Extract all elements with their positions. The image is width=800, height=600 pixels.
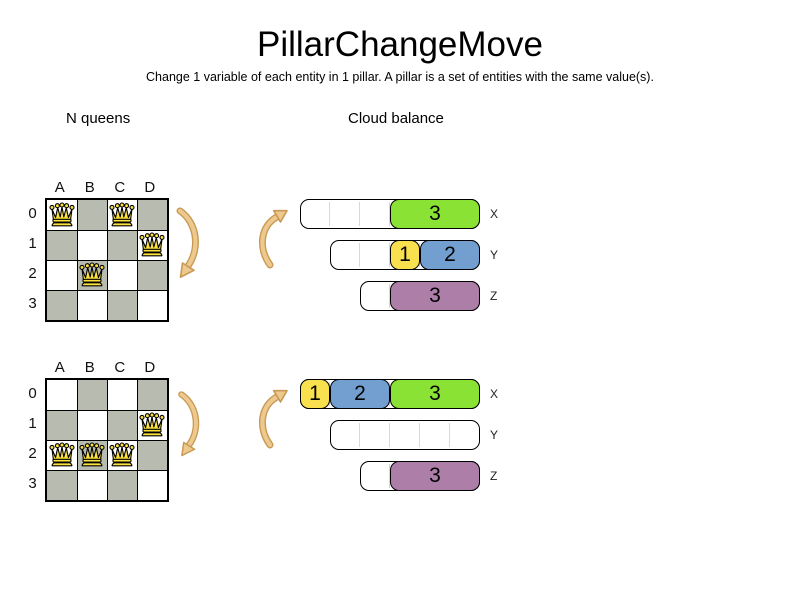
chessboard [45, 378, 169, 502]
row-header: 3 [28, 475, 37, 492]
board-gridline [136, 380, 138, 500]
queen-icon [77, 260, 107, 290]
board-cell [47, 380, 77, 410]
board-cell [47, 290, 77, 320]
row-header: 2 [28, 445, 37, 462]
process-block: 3 [390, 379, 480, 409]
board-cell [107, 410, 137, 440]
board-cell [137, 380, 167, 410]
process-block: 3 [390, 199, 480, 229]
page-subtitle: Change 1 variable of each entity in 1 pi… [146, 70, 654, 84]
queen-icon [137, 230, 167, 260]
column-header: C [114, 359, 126, 376]
slot-divider [389, 284, 390, 308]
column-header: A [54, 359, 66, 376]
page-title: PillarChangeMove [257, 25, 543, 64]
computer-label: Z [490, 469, 498, 483]
board-cell [47, 230, 77, 260]
computer-label: Y [490, 248, 499, 262]
board-cell [77, 470, 107, 500]
board-cell [107, 260, 137, 290]
slot-divider [359, 243, 360, 267]
queen-icon [107, 440, 137, 470]
board-cell [47, 470, 77, 500]
board-cell [77, 290, 107, 320]
slot-divider [389, 202, 390, 226]
computer-label: Y [490, 428, 499, 442]
row-header: 1 [28, 235, 37, 252]
board-cell [77, 200, 107, 230]
board-cell [107, 290, 137, 320]
queen-icon [107, 200, 137, 230]
process-block: 3 [390, 281, 480, 311]
board-cell [137, 200, 167, 230]
board-gridline [47, 289, 167, 291]
computer-label: Z [490, 289, 498, 303]
slot-divider [359, 423, 360, 447]
row-header: 0 [28, 385, 37, 402]
process-block: 3 [390, 461, 480, 491]
board-cell [77, 380, 107, 410]
board-cell [77, 230, 107, 260]
pillar-move-up-arrow-icon [259, 209, 288, 269]
section-label-nqueens: N queens [66, 110, 131, 127]
slot-divider [419, 423, 420, 447]
column-header: D [144, 179, 156, 196]
board-cell [107, 470, 137, 500]
board-cell [47, 260, 77, 290]
queen-icon [137, 410, 167, 440]
row-header: 2 [28, 265, 37, 282]
board-gridline [136, 200, 138, 320]
computer-bar [330, 420, 480, 450]
board-cell [77, 410, 107, 440]
row-header: 0 [28, 205, 37, 222]
board-gridline [47, 259, 167, 261]
queen-icon [77, 440, 107, 470]
board-cell [137, 260, 167, 290]
pillar-move-up-arrow-icon [259, 389, 288, 449]
pillar-move-down-arrow-icon [176, 207, 199, 278]
process-block: 1 [300, 379, 330, 409]
slot-divider [449, 423, 450, 447]
board-cell [47, 410, 77, 440]
slot-divider [329, 202, 330, 226]
board-cell [137, 470, 167, 500]
slot-divider [359, 202, 360, 226]
queen-icon [47, 200, 77, 230]
board-cell [137, 290, 167, 320]
process-block: 2 [420, 240, 480, 270]
board-gridline [47, 439, 167, 441]
pillar-move-down-arrow-icon [178, 391, 200, 457]
column-header: D [144, 359, 156, 376]
chessboard [45, 198, 169, 322]
queen-icon [47, 440, 77, 470]
slot-divider [389, 243, 390, 267]
board-cell [137, 440, 167, 470]
row-header: 3 [28, 295, 37, 312]
column-header: B [84, 179, 96, 196]
column-header: C [114, 179, 126, 196]
row-header: 1 [28, 415, 37, 432]
process-block: 1 [390, 240, 420, 270]
process-block: 2 [330, 379, 390, 409]
column-header: A [54, 179, 66, 196]
board-cell [107, 380, 137, 410]
computer-label: X [490, 207, 499, 221]
slot-divider [389, 464, 390, 488]
slot-divider [389, 423, 390, 447]
section-label-cloud-balance: Cloud balance [348, 110, 444, 127]
computer-label: X [490, 387, 499, 401]
board-gridline [47, 469, 167, 471]
column-header: B [84, 359, 96, 376]
board-cell [107, 230, 137, 260]
